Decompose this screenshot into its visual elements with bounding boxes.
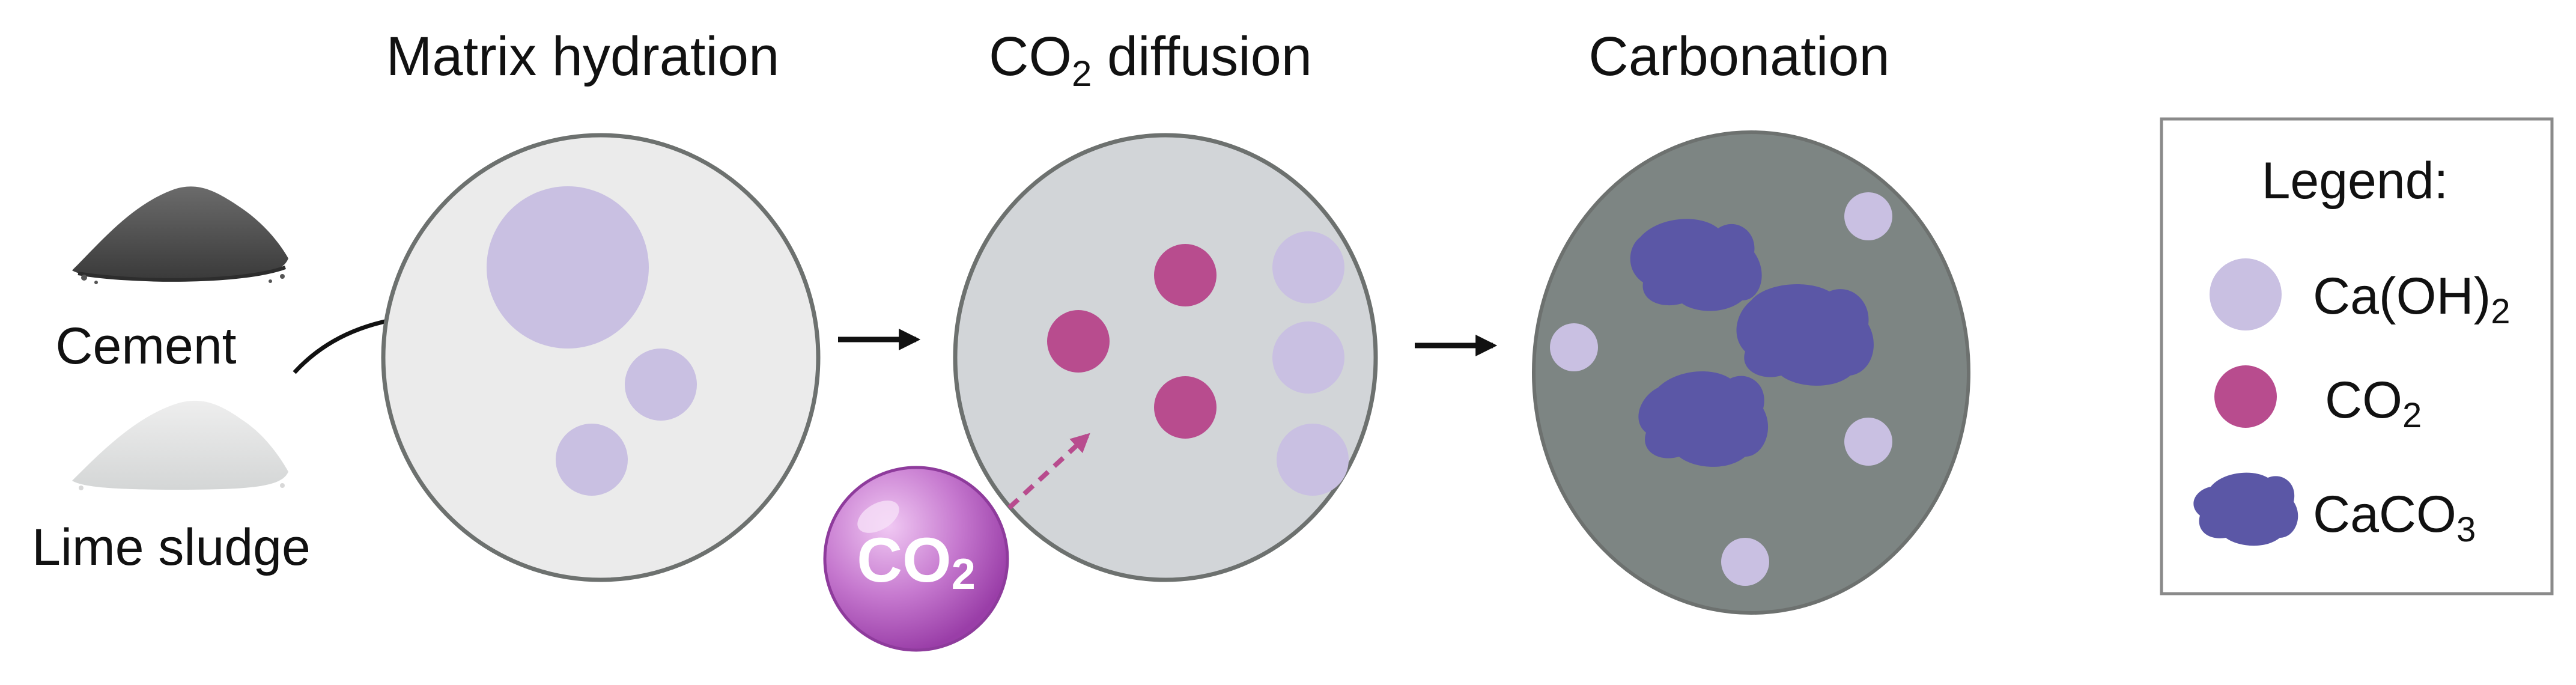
calcium-carbonate-crystal-icon [2193, 472, 2298, 546]
co2-diffusion-circle [953, 133, 1378, 582]
calcium-hydroxide-particle-icon [2210, 258, 2282, 330]
legend-box: Legend: Ca(OH)2 CO2 CaCO3 [2160, 117, 2554, 595]
caco3-crystal [1638, 371, 1769, 467]
legend-title: Legend: [2262, 152, 2449, 210]
caoh2-particle [1272, 231, 1344, 303]
caoh2-particle [556, 424, 628, 496]
carbon-dioxide-particle-icon [2214, 365, 2277, 428]
cement-label: Cement [55, 317, 236, 375]
lime-sludge-label: Lime sludge [32, 519, 311, 576]
caoh2-particle [1550, 323, 1598, 371]
stage-title-carbonation: Carbonation [1588, 26, 1889, 87]
caco3-crystal [1736, 284, 1874, 386]
caoh2-particle [1272, 321, 1344, 394]
caoh2-particle [1844, 192, 1892, 240]
caoh2-particle [625, 349, 697, 421]
caoh2-particle [1844, 418, 1892, 466]
caoh2-particle [1721, 538, 1769, 586]
cement-pile-icon [72, 186, 288, 284]
legend-item-co2: CO2 [2325, 371, 2422, 435]
co2-bubble-label: CO2 [857, 525, 976, 598]
caoh2-particle [1277, 424, 1349, 496]
legend-item-caoh2: Ca(OH)2 [2313, 267, 2510, 331]
lime-sludge-pile-icon [72, 400, 288, 490]
carbonation-circle [1532, 130, 1970, 615]
co2-particle [1154, 376, 1217, 439]
matrix-hydration-circle [381, 133, 821, 582]
stage-title-co2-diffusion: CO2 diffusion [989, 26, 1312, 94]
co2-particle [1047, 310, 1110, 373]
legend-item-caco3: CaCO3 [2313, 486, 2476, 549]
stage-title-matrix-hydration: Matrix hydration [386, 26, 779, 87]
co2-particle [1154, 244, 1217, 306]
co2-bubble-icon: CO2 [823, 466, 1009, 652]
caco3-crystal [1630, 219, 1762, 311]
co2-entry-arrow [1007, 433, 1090, 510]
caoh2-particle [487, 186, 649, 349]
